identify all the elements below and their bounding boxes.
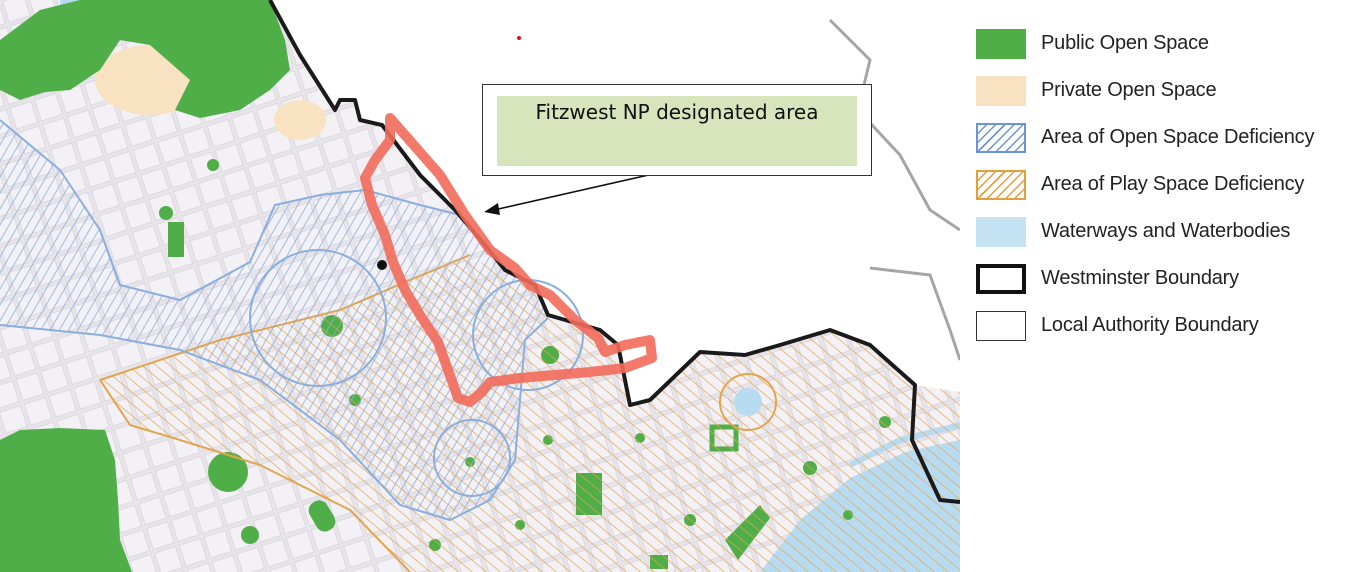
legend-item: Area of Open Space Deficiency (976, 114, 1356, 161)
legend-label: Area of Play Space Deficiency (1041, 173, 1305, 195)
area-of-open-space-deficiency (0, 119, 762, 522)
legend-label: Westminster Boundary (1041, 267, 1239, 289)
location-marker-dot (377, 260, 387, 270)
legend-item: Local Authority Boundary (976, 302, 1356, 349)
legend-swatch (976, 122, 1026, 153)
legend-label: Public Open Space (1041, 32, 1209, 54)
legend-swatch (976, 169, 1026, 200)
legend-swatch (976, 75, 1026, 106)
legend-item: Private Open Space (976, 67, 1356, 114)
callout-fill (497, 96, 857, 166)
legend-label: Private Open Space (1041, 79, 1217, 101)
legend-swatch (976, 28, 1026, 59)
legend-item: Public Open Space (976, 20, 1356, 67)
legend-item: Westminster Boundary (976, 255, 1356, 302)
callout-label: Fitzwest NP designated area (535, 100, 819, 124)
legend-item: Waterways and Waterbodies (976, 208, 1356, 255)
red-marker-dot (517, 36, 521, 40)
legend-swatch (976, 263, 1026, 294)
legend-swatch (976, 310, 1026, 341)
callout-pointer (484, 173, 654, 215)
fitzwest-designated-area-outline (360, 113, 657, 407)
legend-label: Local Authority Boundary (1041, 314, 1259, 336)
legend-swatch (976, 216, 1026, 247)
callout-box: Fitzwest NP designated area (482, 84, 872, 176)
legend-item: Area of Play Space Deficiency (976, 161, 1356, 208)
legend-label: Area of Open Space Deficiency (1041, 126, 1315, 148)
legend-label: Waterways and Waterbodies (1041, 220, 1291, 242)
